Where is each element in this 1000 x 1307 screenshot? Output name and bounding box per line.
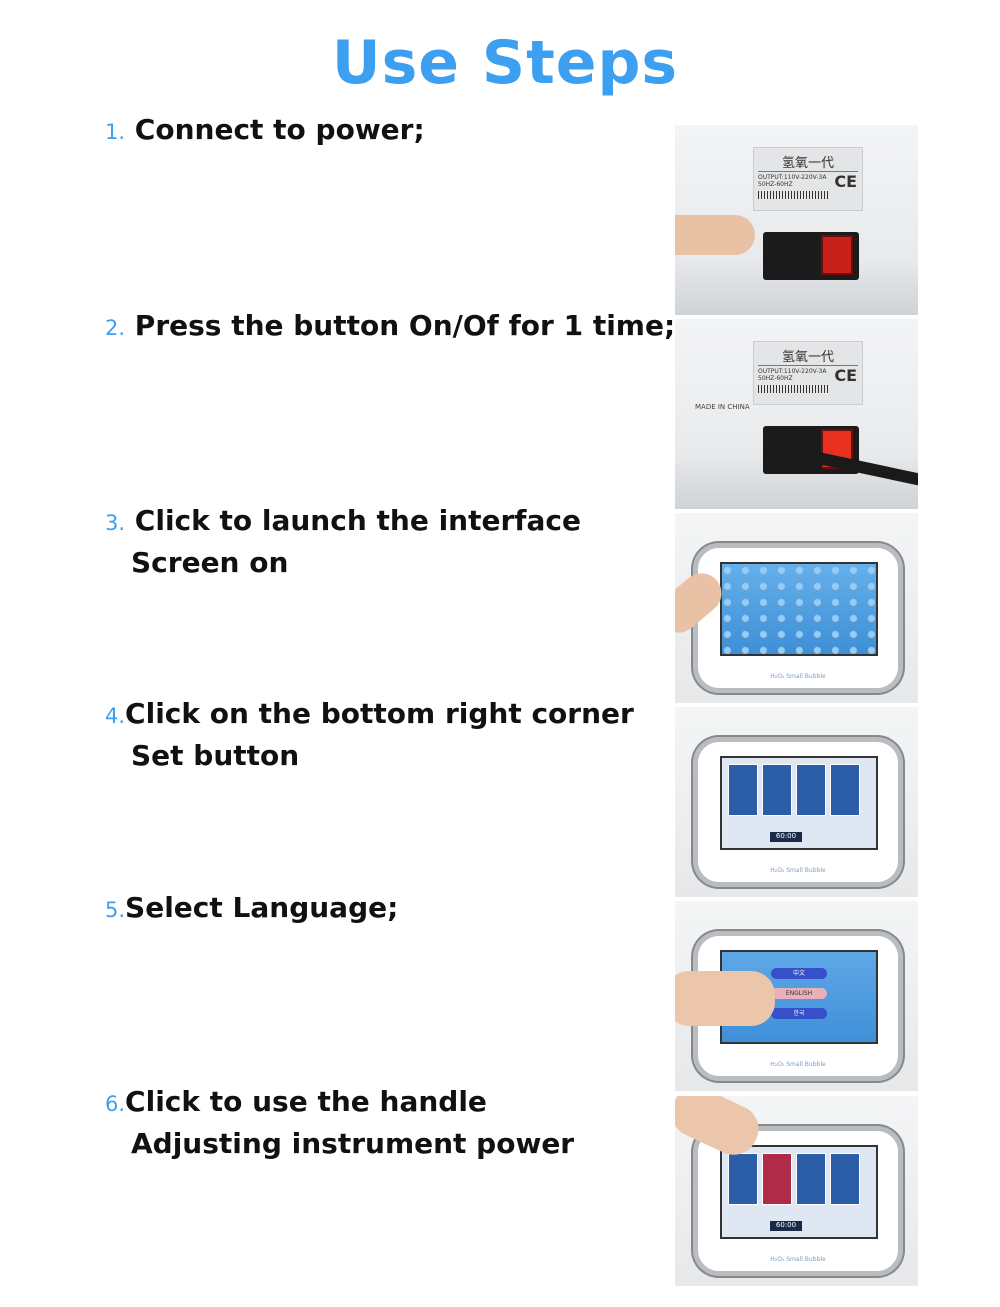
device-screen (720, 562, 878, 656)
step-text: Select Language; (125, 891, 399, 924)
step-2: 2. Press the button On/Of for 1 time; (105, 306, 675, 348)
made-in-label: MADE IN CHINA (695, 403, 750, 411)
photo-screen-on: H₂O₂ Small Bubble (675, 513, 918, 703)
step-text: Press the button On/Of for 1 time; (134, 309, 676, 342)
page-title: Use Steps (331, 28, 679, 98)
step-number: 1. (105, 120, 126, 144)
step-text-line2: Set button (131, 739, 300, 772)
step-text-line2: Screen on (131, 546, 289, 579)
power-switch (821, 235, 853, 275)
step-5: 5.Select Language; (105, 888, 398, 930)
photo-adjust-power: 60:00 H₂O₂ Small Bubble (675, 1096, 918, 1286)
photo-select-language: 中文 ENGLISH 한국 H₂O₂ Small Bubble (675, 901, 918, 1091)
step-number: 4. (105, 704, 126, 728)
step-text: Click to use the handle (125, 1085, 487, 1118)
step-number: 5. (105, 898, 126, 922)
device-screen: 中文 ENGLISH 한국 (720, 950, 878, 1044)
step-text-line2: Adjusting instrument power (131, 1127, 575, 1160)
step-text: Click on the bottom right corner (125, 697, 634, 730)
finger (675, 215, 755, 255)
step-number: 6. (105, 1092, 126, 1116)
hand (675, 971, 775, 1026)
step-number: 3. (105, 511, 126, 535)
step-text: Click to launch the interface (134, 504, 581, 537)
device-screen: 60:00 (720, 1145, 878, 1239)
step-number: 2. (105, 316, 126, 340)
step-1: 1. Connect to power; (105, 110, 425, 152)
step-text: Connect to power; (134, 113, 425, 146)
photo-set-button: 60:00 H₂O₂ Small Bubble (675, 707, 918, 897)
device-screen: 60:00 (720, 756, 878, 850)
